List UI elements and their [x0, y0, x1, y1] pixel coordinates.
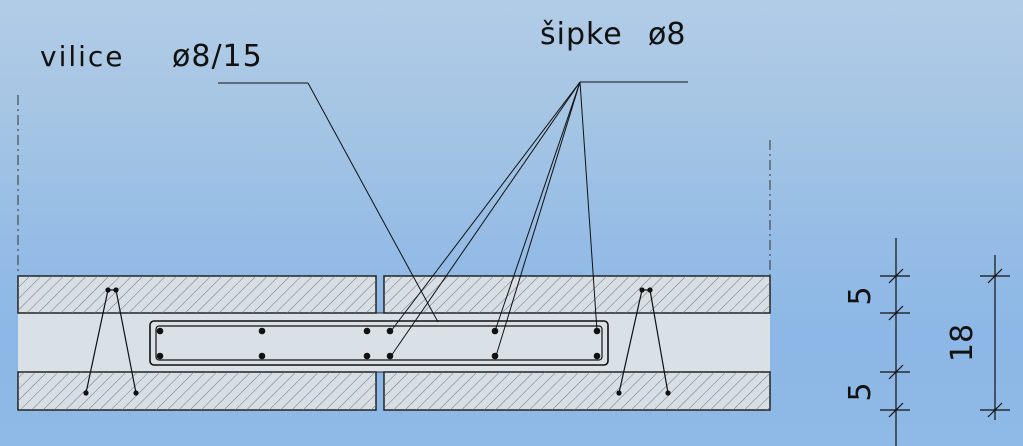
layer-dimension-line	[880, 238, 910, 446]
stirrups-spec: ø8/15	[172, 39, 263, 74]
stirrups-label: vilice	[40, 40, 125, 73]
bottom-layer	[17, 371, 771, 411]
dim-total: 18	[945, 324, 980, 362]
bars-spec: ø8	[648, 17, 685, 52]
wire-tie-left	[83, 287, 139, 396]
bars-leader	[390, 81, 688, 357]
total-dimension-line	[980, 255, 1010, 420]
dim-bottom-layer: 5	[843, 382, 878, 401]
stirrup	[149, 320, 609, 366]
core-layer	[18, 313, 770, 372]
dim-top-layer: 5	[843, 286, 878, 305]
stirrups-leader	[218, 82, 439, 323]
top-layer	[17, 275, 771, 314]
bars-label: šipke	[540, 17, 623, 52]
wire-tie-right	[616, 287, 671, 396]
